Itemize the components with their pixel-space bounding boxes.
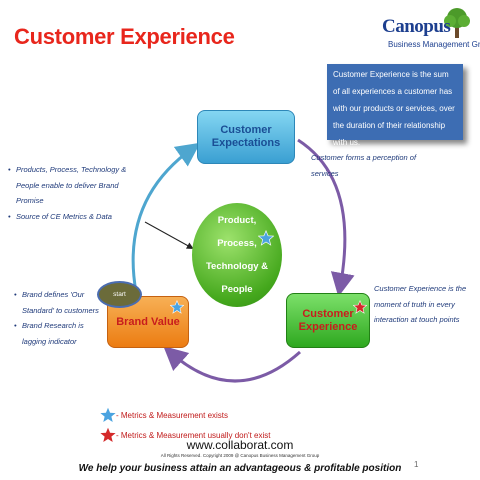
definition-box: Customer Experience is the sum of all ex… — [327, 64, 463, 147]
logo-brand: Canopus — [382, 16, 451, 37]
list-item: Brand defines 'Our Standard' to customer… — [14, 287, 104, 318]
blue-star-icon — [258, 230, 274, 246]
logo-subtitle: Business Management Group — [388, 40, 480, 49]
legend-row-red: - Metrics & Measurement usually don't ex… — [100, 425, 270, 445]
moment-of-truth-note: Customer Experience is the moment of tru… — [374, 284, 467, 324]
customer-expectations-node: Customer Expectations — [197, 110, 295, 164]
list-item: Source of CE Metrics & Data — [8, 209, 136, 225]
center-line-1: Product, — [217, 215, 257, 226]
blue-star-icon — [100, 407, 116, 423]
footer-copyright: All Rights Reserved. Copyright 2009 @ Ca… — [160, 453, 320, 458]
pointer-to-center — [144, 221, 194, 249]
legend: - Metrics & Measurement exists - Metrics… — [100, 405, 270, 445]
blue-star-icon — [170, 300, 184, 314]
center-circle: Product, Process, Technology & People — [192, 203, 282, 307]
red-star-icon — [100, 427, 116, 443]
page-title: Customer Experience — [14, 24, 235, 49]
arrow-cx-to-brand — [163, 346, 301, 383]
arrow-expectations-to-cx — [297, 138, 355, 297]
legend-text: - Metrics & Measurement usually don't ex… — [116, 430, 271, 440]
left-bottom-notes: Brand defines 'Our Standard' to customer… — [14, 287, 104, 349]
list-item: Brand Research is lagging indicator — [14, 318, 104, 349]
center-line-2: Process, — [217, 238, 257, 249]
legend-text: - Metrics & Measurement exists — [116, 410, 229, 420]
arrow-brand-to-expectations — [131, 142, 201, 293]
customer-experience-node: Customer Experience — [286, 293, 370, 348]
footer-url[interactable]: www.collaborat.com — [186, 438, 294, 452]
perception-note: Customer forms a perception of services — [311, 153, 417, 178]
center-line-3: Technology & — [205, 261, 269, 272]
tree-icon — [444, 8, 470, 38]
list-item: Products, Process, Technology & People e… — [8, 162, 136, 209]
legend-row-blue: - Metrics & Measurement exists — [100, 405, 270, 425]
center-line-4: People — [221, 284, 253, 295]
page-number: 1 — [414, 460, 419, 469]
footer-tagline: We help your business attain an advantag… — [78, 463, 402, 474]
start-marker: start — [97, 281, 142, 308]
left-top-notes: Products, Process, Technology & People e… — [8, 162, 136, 224]
canopus-logo: Canopus Business Management Group — [378, 6, 480, 52]
red-star-icon — [353, 300, 367, 314]
